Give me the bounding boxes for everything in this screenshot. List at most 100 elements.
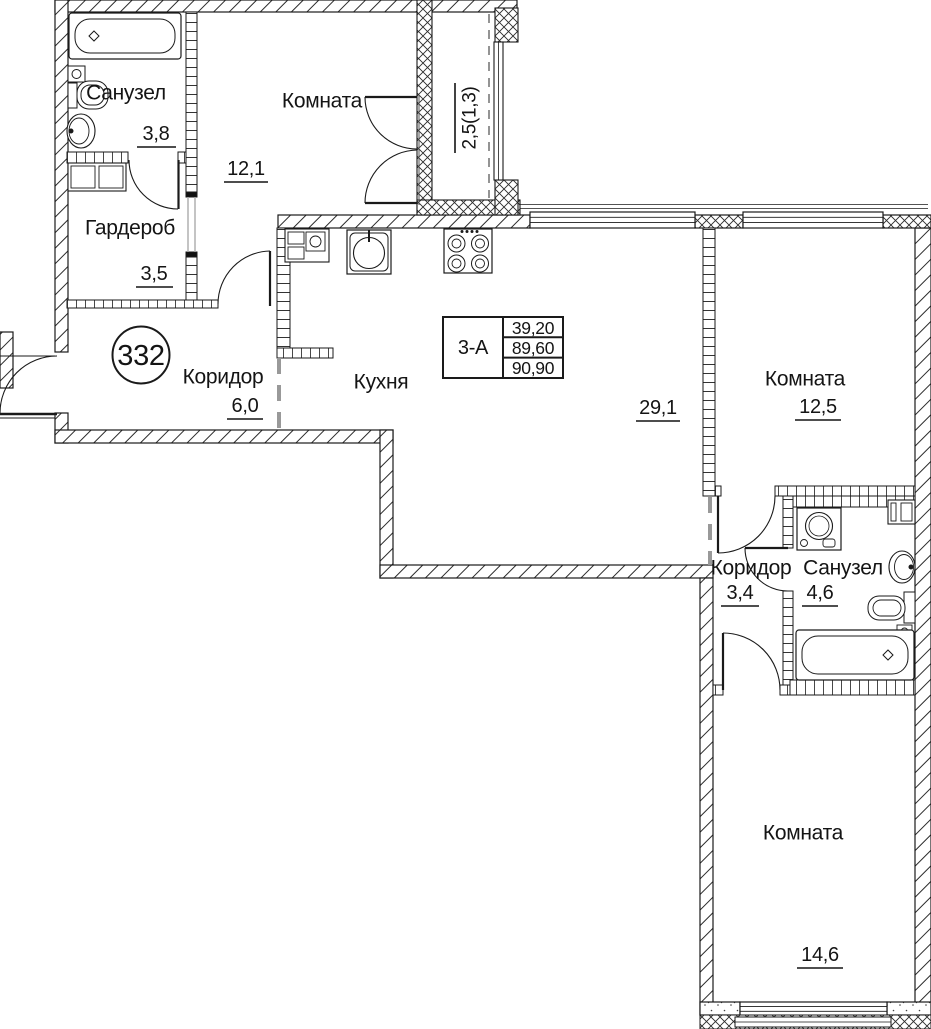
apartment-number: 332 — [117, 340, 165, 372]
windows — [520, 204, 931, 1029]
unit-area-full: 90,90 — [512, 358, 555, 378]
bath1-door — [128, 159, 180, 210]
wall-room2-bottom — [774, 485, 916, 497]
wall-kitchen-top — [277, 214, 531, 229]
wall-left-upper — [54, 0, 69, 353]
unit-type-label: 3-А — [458, 337, 489, 359]
kitchen-sink — [346, 229, 392, 275]
washing-machine — [796, 507, 842, 551]
balcony-pier-top — [494, 7, 519, 43]
wall-hall2-bath2-lower — [782, 590, 794, 696]
balcony-structure — [416, 0, 521, 216]
unit-area-living: 39,20 — [512, 318, 555, 338]
bath2-fixtures — [795, 499, 916, 681]
label-room3: Комната 14,6 — [763, 822, 844, 969]
balcony-bottom-wall — [416, 199, 521, 216]
room-name: Комната — [763, 822, 844, 845]
wall-kitchen-room2-divider — [702, 227, 716, 497]
room-name: Коридор — [183, 366, 264, 389]
wall-right — [914, 227, 931, 1016]
wall-room2-bottom-stub — [714, 485, 722, 497]
kitchen-counter-stub — [276, 347, 334, 359]
toilet — [67, 80, 109, 110]
wall-top — [54, 0, 518, 13]
wall-kitchen-bottom — [379, 564, 714, 579]
wall-bottom-right-stub — [886, 1001, 931, 1016]
bathtub — [68, 12, 182, 60]
window-room3 — [739, 1001, 888, 1017]
window-room2 — [742, 211, 884, 229]
room-name: Комната — [765, 368, 846, 391]
balcony-pier-bottom — [494, 179, 519, 216]
label-bath1: Санузел 3,8 — [86, 82, 176, 148]
wall-strip-left — [699, 577, 714, 1016]
label-room2: Комната 12,5 — [765, 368, 846, 421]
wall-hall2-bath2-upper — [782, 495, 794, 549]
kitchen-fixtures — [284, 228, 493, 275]
parapet-glazing — [734, 1016, 892, 1028]
bath2-sink — [888, 550, 916, 584]
unit-area-total: 89,60 — [512, 338, 555, 358]
room-area: 3,4 — [727, 582, 754, 604]
bath2-door — [744, 546, 789, 592]
room-area: 3,5 — [141, 263, 168, 285]
room-area: 4,6 — [807, 582, 834, 604]
doors — [0, 95, 789, 691]
balcony-area: 2,5(1,3) — [460, 86, 481, 149]
opening-jamb-bottom — [185, 251, 198, 258]
wall-hall-bottom — [54, 429, 394, 444]
entrance-door — [0, 355, 58, 419]
room-area: 29,1 — [639, 397, 677, 419]
wall-bath2-bottom — [789, 679, 916, 696]
wall-cabinet — [67, 65, 86, 83]
wardrobe-closet — [67, 162, 127, 192]
room-area: 6,0 — [232, 395, 259, 417]
room-name: Гардероб — [85, 217, 175, 240]
zone-dividers — [277, 358, 712, 565]
opening-jamb-top — [185, 191, 198, 198]
bath1-fixtures — [66, 12, 182, 149]
room-name: Санузел — [803, 557, 883, 580]
hallway-wall-stub — [0, 331, 14, 389]
wall-bottom-left-stub — [699, 1001, 741, 1016]
label-bath2: Санузел 4,6 — [802, 557, 883, 607]
window-kitchen — [529, 211, 696, 229]
room-area: 12,5 — [799, 396, 837, 418]
wall-kitchen-left — [379, 429, 394, 579]
room-area: 3,8 — [143, 123, 170, 145]
apartment-badge: 332 — [111, 325, 171, 385]
label-hall: Коридор 6,0 — [183, 366, 264, 420]
unit-info-table: 3-А 39,20 89,60 90,90 — [442, 316, 564, 379]
stove — [443, 228, 493, 274]
balcony-french-doors — [364, 95, 420, 205]
label-room1: Комната 12,1 — [224, 90, 363, 183]
kitchen-cabinet — [284, 228, 330, 263]
room-area: 14,6 — [801, 944, 839, 966]
wall-hall2-bottom-right — [779, 684, 791, 696]
room-area: 12,1 — [227, 158, 265, 180]
room-name: Комната — [282, 90, 363, 113]
room-labels: Санузел 3,8 Комната 12,1 Гардероб 3,5 Ко… — [85, 82, 883, 969]
room1-door — [217, 250, 272, 306]
pier-top-right — [882, 214, 931, 229]
room-name: Кухня — [354, 371, 409, 394]
wall-bath1-bottom-right — [177, 151, 187, 164]
wall-hall2-bottom-left — [712, 684, 724, 696]
room3-door — [721, 632, 781, 691]
label-balcony: 2,5(1,3) — [454, 83, 481, 153]
label-hall2: Коридор 3,4 — [711, 557, 792, 607]
label-kitchen: Кухня 29,1 — [354, 371, 680, 422]
sink — [66, 113, 96, 149]
room2-door — [716, 495, 776, 554]
room-name: Санузел — [86, 82, 166, 105]
bath2-bathtub — [795, 629, 915, 681]
wall-hall-top — [66, 299, 219, 309]
wall-bath1-right-upper — [185, 11, 198, 193]
bath2-cabinet — [887, 499, 916, 525]
wall-bath1-bottom-left — [66, 151, 129, 164]
interior-walls — [66, 11, 916, 696]
